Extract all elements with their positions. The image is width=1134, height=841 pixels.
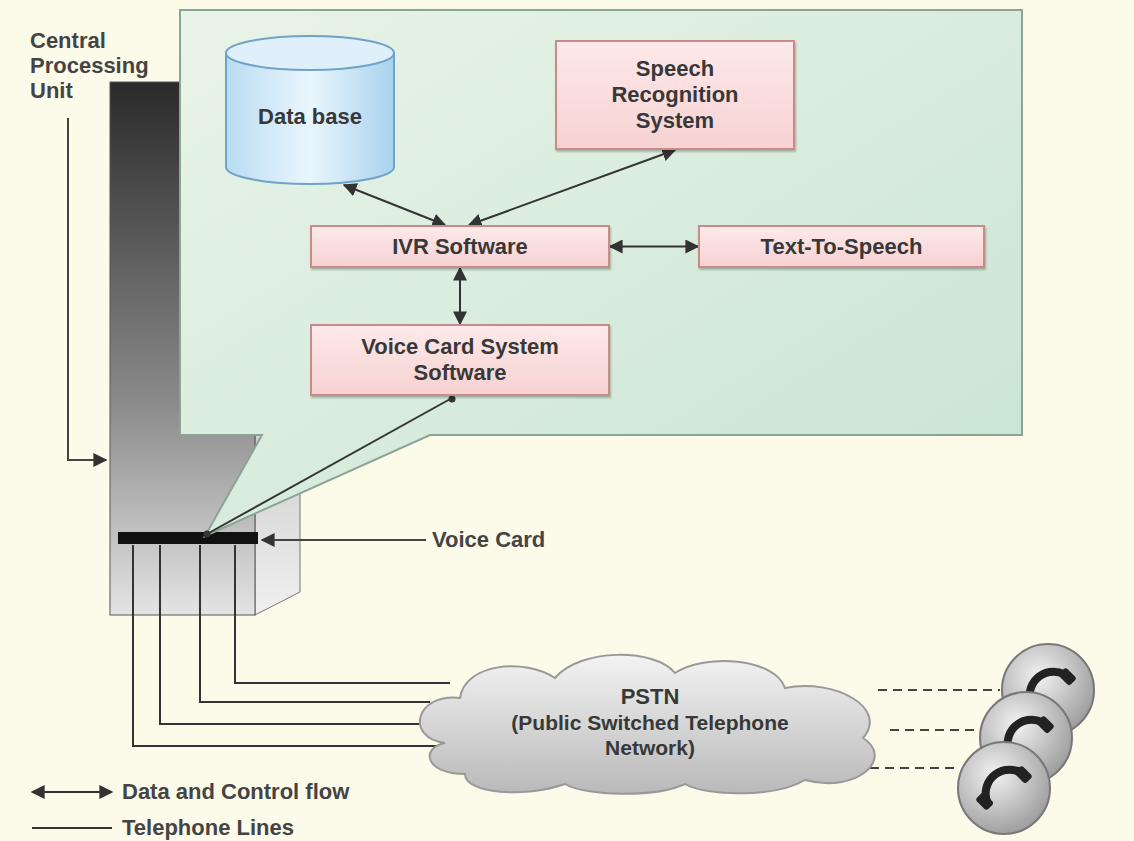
text-holder: Speech Recognition System <box>557 46 793 144</box>
legend-text: Telephone Lines <box>122 815 294 840</box>
telephone-lines <box>133 545 450 746</box>
flow-arrow <box>610 246 698 248</box>
text-holder: PSTN(Public Switched Telephone Network) <box>405 676 895 768</box>
process-box: Speech Recognition System <box>555 40 795 150</box>
database-cylinder: Data base <box>225 35 395 185</box>
network-cloud: PSTN(Public Switched Telephone Network) <box>405 648 895 796</box>
node-text: IVR Software <box>332 234 588 260</box>
flow-arrow <box>469 150 675 225</box>
node-text: Voice Card System Software <box>347 334 573 386</box>
flow-arrow <box>344 185 445 225</box>
text-holder: Text-To-Speech <box>700 228 983 266</box>
legend-text: Data and Control flow <box>122 779 349 804</box>
leader-line <box>262 539 426 541</box>
node-text: (Public Switched Telephone Network) <box>475 710 825 760</box>
node-text: Data base <box>235 104 385 130</box>
process-box: IVR Software <box>310 225 610 268</box>
legend-sample <box>32 827 112 829</box>
process-box: Voice Card System Software <box>310 324 610 396</box>
voice-card-link <box>204 396 456 538</box>
text-holder: Voice Card System Software <box>312 326 608 394</box>
text-holder: Data base <box>225 96 395 138</box>
process-box: Text-To-Speech <box>698 225 985 268</box>
flow-arrow <box>459 268 461 324</box>
node-text: Text-To-Speech <box>720 234 963 260</box>
leader-line <box>68 118 106 460</box>
part-label: Voice Card <box>432 527 632 552</box>
legend-sample <box>32 791 112 793</box>
telephone-icon <box>958 644 1094 834</box>
node-text: PSTN <box>475 684 825 710</box>
node-text: Speech Recognition System <box>591 56 759 134</box>
part-label: Central Processing Unit <box>30 28 180 103</box>
text-holder: IVR Software <box>312 228 608 266</box>
voice-card <box>118 532 258 544</box>
callout-panel <box>180 10 1022 536</box>
